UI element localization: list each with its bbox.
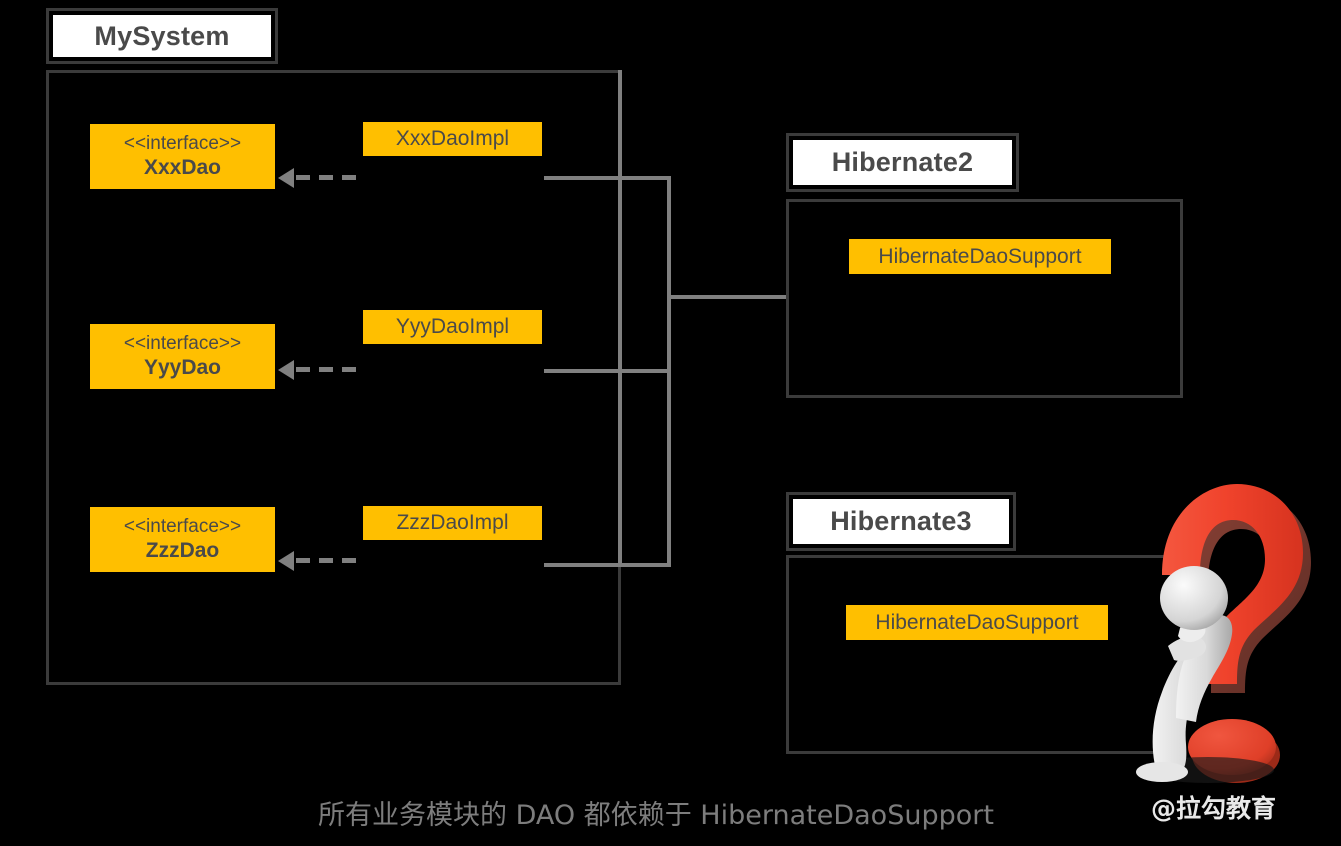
- class-box-xxxdao[interactable]: <<interface>> XxxDao: [90, 124, 275, 189]
- dependency-rail-vertical: [618, 70, 622, 567]
- package-title-hibernate3: Hibernate3: [793, 499, 1009, 544]
- class-stereotype-xxxdao: <<interface>>: [123, 133, 242, 155]
- figure-torso: [1176, 614, 1233, 722]
- realization-link-xxxdaoimpl-to-xxxdao: [296, 175, 362, 180]
- class-stereotype-zzzdao: <<interface>>: [123, 516, 242, 538]
- class-name-xxxdaoimpl: XxxDaoImpl: [395, 127, 510, 151]
- watermark-brand: @拉勾教育: [1151, 794, 1277, 823]
- dependency-stub-xxx: [544, 176, 671, 180]
- class-box-hibernatedaosupport-h3[interactable]: HibernateDaoSupport: [846, 605, 1108, 640]
- diagram-caption: 所有业务模块的 DAO 都依赖于 HibernateDaoSupport: [318, 800, 994, 831]
- class-name-zzzdaoimpl: ZzzDaoImpl: [396, 511, 509, 535]
- class-name-zzzdao: ZzzDao: [145, 539, 220, 563]
- figure-arm: [1168, 636, 1206, 661]
- package-tab-hibernate3: Hibernate3: [786, 492, 1016, 551]
- class-box-hibernatedaosupport-h2[interactable]: HibernateDaoSupport: [849, 239, 1111, 274]
- figure-head: [1160, 566, 1228, 630]
- question-mark-mascot: [1128, 470, 1328, 790]
- package-title-hibernate2: Hibernate2: [793, 140, 1012, 185]
- class-box-zzzdaoimpl[interactable]: ZzzDaoImpl: [363, 506, 542, 540]
- question-mark-icon: [1136, 484, 1311, 783]
- class-stereotype-yyydao: <<interface>>: [123, 333, 242, 355]
- class-box-zzzdao[interactable]: <<interface>> ZzzDao: [90, 507, 275, 572]
- package-tab-hibernate2: Hibernate2: [786, 133, 1019, 192]
- class-name-hibernatedaosupport-h3: HibernateDaoSupport: [875, 610, 1079, 634]
- class-box-yyydaoimpl[interactable]: YyyDaoImpl: [363, 310, 542, 344]
- dependency-arrow-line: [671, 295, 834, 299]
- question-mark-body: [1162, 484, 1303, 684]
- class-name-yyydaoimpl: YyyDaoImpl: [395, 315, 510, 339]
- dependency-stub-zzz: [544, 563, 671, 567]
- class-box-xxxdaoimpl[interactable]: XxxDaoImpl: [363, 122, 542, 156]
- realization-arrowhead-zzzdao: [278, 551, 294, 571]
- dependency-bus-vertical: [667, 176, 671, 567]
- package-title-mysystem: MySystem: [53, 15, 271, 57]
- package-body-hibernate3: [786, 555, 1183, 754]
- figure-foot: [1136, 762, 1188, 782]
- realization-arrowhead-xxxdao: [278, 168, 294, 188]
- class-box-yyydao[interactable]: <<interface>> YyyDao: [90, 324, 275, 389]
- package-tab-mysystem: MySystem: [46, 8, 278, 64]
- realization-link-yyydaoimpl-to-yyydao: [296, 367, 362, 372]
- realization-link-zzzdaoimpl-to-zzzdao: [296, 558, 362, 563]
- package-body-hibernate2: [786, 199, 1183, 398]
- realization-arrowhead-yyydao: [278, 360, 294, 380]
- class-name-yyydao: YyyDao: [143, 356, 222, 380]
- class-name-xxxdao: XxxDao: [143, 156, 222, 180]
- class-name-hibernatedaosupport-h2: HibernateDaoSupport: [878, 244, 1082, 268]
- dependency-stub-yyy: [544, 369, 671, 373]
